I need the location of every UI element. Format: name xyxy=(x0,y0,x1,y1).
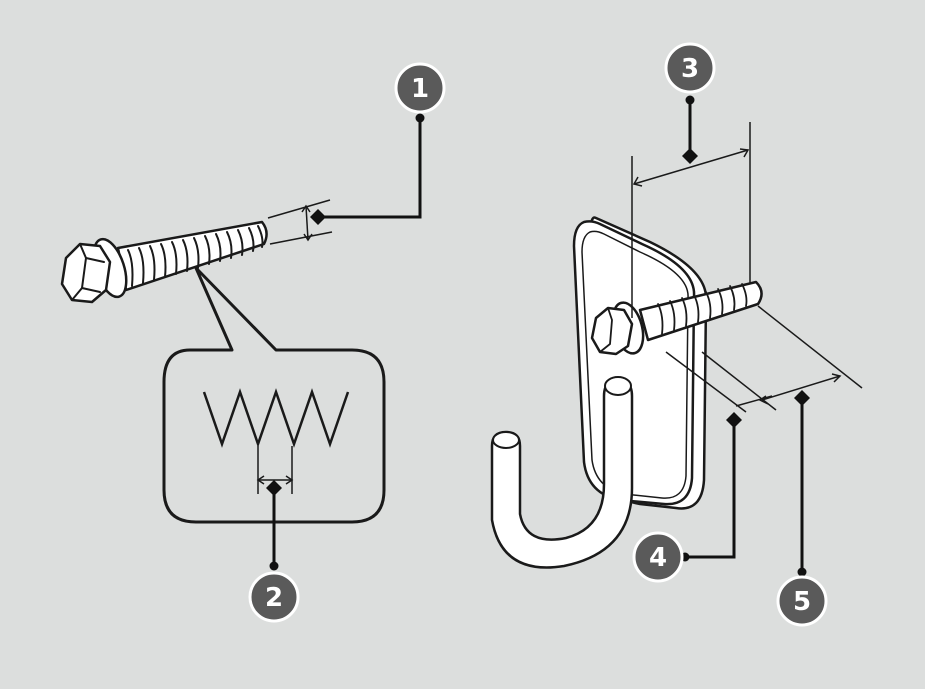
dimension-1-thread-diameter xyxy=(267,199,333,245)
bolt-illustration xyxy=(60,220,268,304)
dimension-2-pitch xyxy=(256,446,294,494)
callout-4-label: 4 xyxy=(649,543,667,573)
callout-3-label: 3 xyxy=(681,54,699,84)
callout-1-label: 1 xyxy=(411,74,429,104)
dimension-3-length xyxy=(631,122,751,318)
callout-5: 5 xyxy=(776,575,828,627)
callout-2: 2 xyxy=(248,571,300,623)
leader-lines xyxy=(272,100,804,572)
callout-5-label: 5 xyxy=(793,587,811,617)
callout-1: 1 xyxy=(394,62,446,114)
thread-profile xyxy=(202,388,350,448)
thread-pitch-zoom-bubble xyxy=(162,266,386,524)
callout-4: 4 xyxy=(632,531,684,583)
hook-illustration xyxy=(490,216,763,569)
bolt-thread-lines xyxy=(127,225,264,287)
callout-2-label: 2 xyxy=(265,583,283,613)
callout-3: 3 xyxy=(664,42,716,94)
dimension-4-5-thickness xyxy=(665,305,863,413)
